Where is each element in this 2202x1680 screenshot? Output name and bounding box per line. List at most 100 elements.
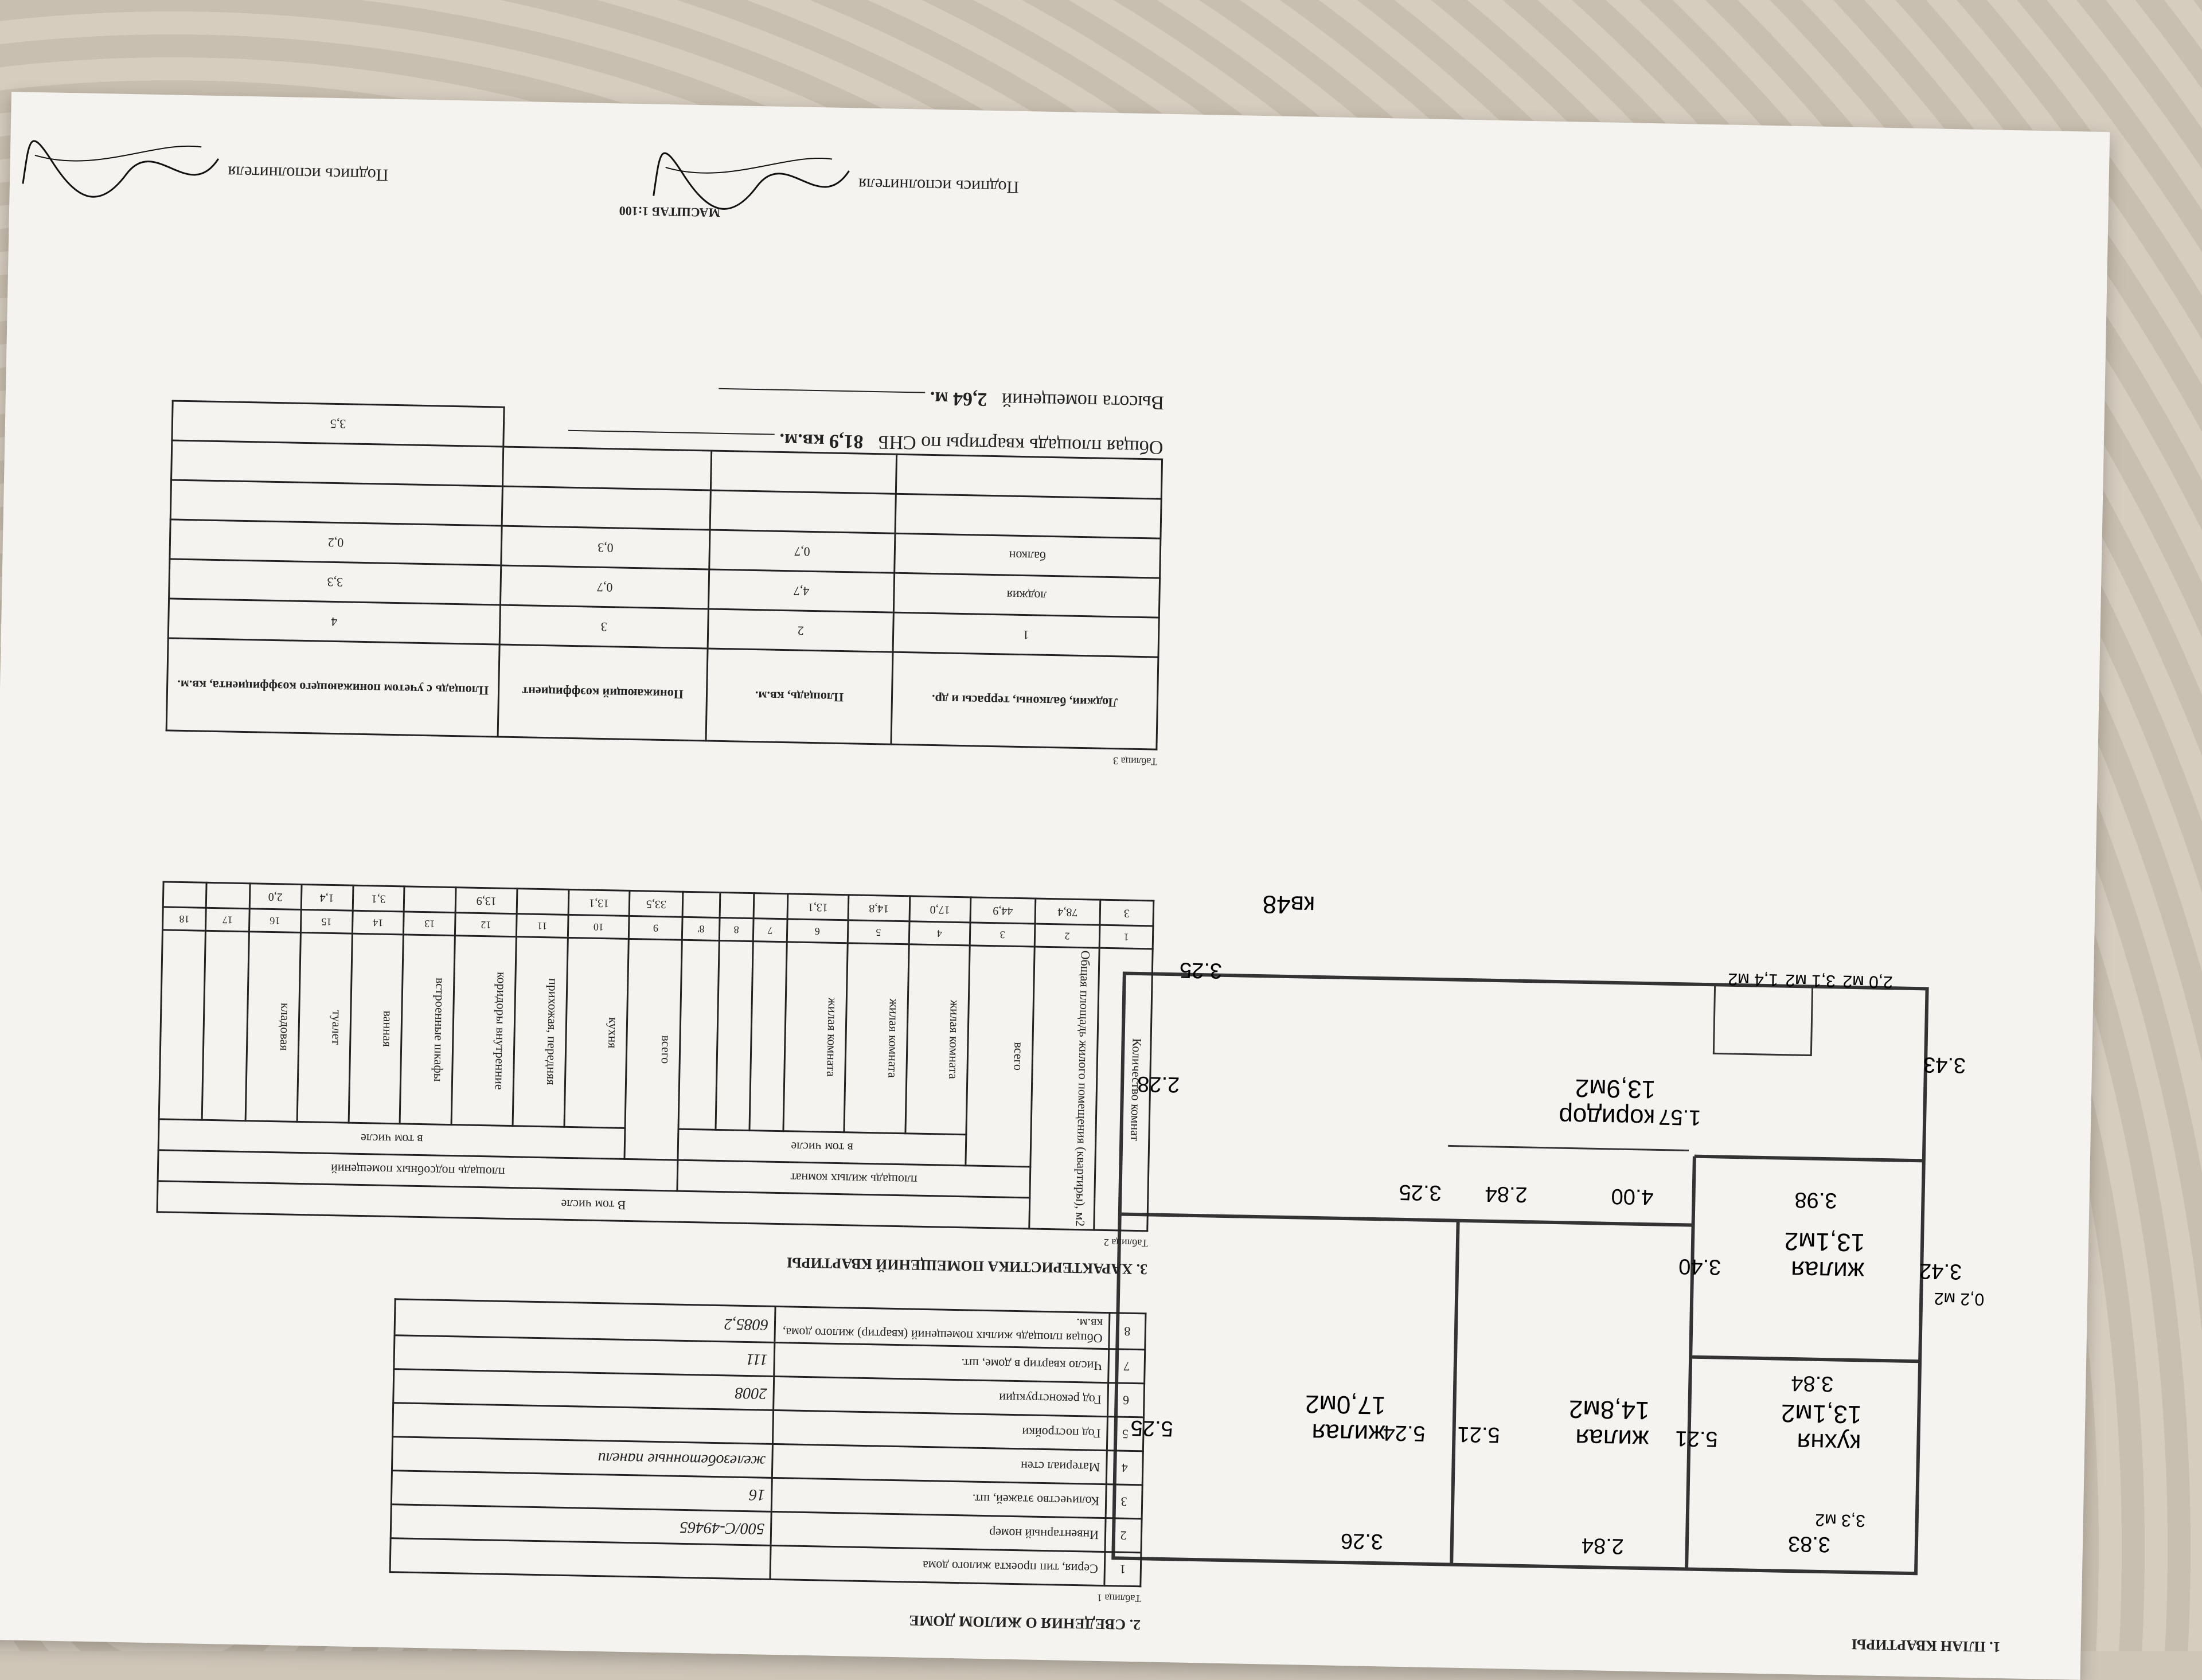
header-text: Количество комнат	[1128, 1038, 1145, 1142]
rooms-table: Количество комнат Общая площадь жилого п…	[157, 881, 1155, 1232]
signature-scribble	[652, 152, 850, 210]
cell: 6	[1107, 1382, 1145, 1417]
small-area: 3,1 м2	[1785, 971, 1836, 991]
header-text: кухня	[606, 1017, 621, 1049]
cell: 18	[162, 907, 206, 931]
cell	[682, 891, 720, 918]
cell: 3,1	[352, 885, 405, 912]
cell: 3	[1099, 899, 1154, 926]
header-cell: Понижающий коэффициент	[498, 644, 708, 741]
dimension: 3.40	[1678, 1254, 1721, 1279]
cell: 8'	[682, 916, 720, 941]
cell: Количество этажей, шт.	[771, 1478, 1107, 1518]
header-text: жилая комната	[824, 997, 840, 1077]
dimension: 5.21	[1457, 1422, 1500, 1447]
cell	[517, 888, 569, 915]
cell: 7	[753, 918, 787, 942]
header-cell: Лоджии, балконы, террасы и др.	[891, 652, 1158, 750]
wall-line	[1448, 1144, 1689, 1151]
document-sheet: 1. ПЛАН КВАРТИРЫ кухня 13,1м2 коридор 13…	[0, 92, 2110, 1680]
header-text: в том числе	[360, 1131, 423, 1147]
cell: 6085,2	[394, 1299, 776, 1343]
header-cell	[202, 930, 249, 1121]
header-cell: Количество комнат	[1094, 947, 1153, 1231]
cell: 4,7	[708, 569, 895, 613]
cell: 7	[1108, 1349, 1145, 1384]
cell: 1	[1104, 1552, 1141, 1587]
cell: Год реконструкции	[773, 1376, 1108, 1417]
cell	[896, 454, 1162, 499]
cell: Год постройки	[772, 1410, 1108, 1451]
dimension: 1.57	[1658, 1104, 1701, 1129]
cell: 78,4	[1034, 898, 1100, 925]
cell: Серия, тип проекта жилого дома	[770, 1545, 1105, 1586]
room-corridor-label: коридор	[1559, 1102, 1656, 1132]
cell: 13,9	[455, 887, 517, 914]
table-1-label: Таблица 1	[1096, 1592, 1142, 1605]
floor-plan: кухня 13,1м2 коридор 13,9м2 жилая 13,1м2…	[1111, 890, 1985, 1576]
cell	[206, 882, 250, 909]
cell: 5	[848, 920, 909, 944]
cell	[895, 494, 1162, 539]
table-3-label: Таблица 3	[1112, 755, 1158, 768]
wall-line	[1685, 1156, 1696, 1569]
header-cell: ванная	[348, 933, 404, 1124]
header-text: Общая площадь жилого помещения (квартиры…	[1073, 950, 1093, 1227]
room-corridor-area: 13,9м2	[1575, 1074, 1656, 1104]
cell: 6	[786, 919, 849, 943]
dimension: 2.28	[1137, 1072, 1180, 1096]
header-cell: прихожая, передняя	[512, 936, 568, 1127]
header-text: встроенные шкафы	[431, 977, 448, 1082]
header-cell	[159, 929, 206, 1120]
cell	[163, 881, 207, 908]
wall-line	[1450, 1220, 1460, 1565]
cell: 0,3	[501, 526, 710, 570]
header-cell: жилая комната	[844, 943, 909, 1134]
height-line: Высота помещений 2,64 м.	[569, 380, 1164, 413]
total-area-value: 81,9 кв.м.	[779, 429, 864, 452]
room-kitchen-label: кухня	[1797, 1428, 1861, 1457]
cell: балкон	[894, 533, 1161, 579]
room-living-3-area: 17,0м2	[1305, 1390, 1386, 1420]
cell: 1	[893, 612, 1159, 658]
cell: 44,9	[970, 897, 1036, 924]
dimension: 3.98	[1794, 1187, 1837, 1212]
cell: 12	[455, 912, 517, 937]
cell: 4	[908, 921, 971, 946]
cell: 14	[352, 910, 404, 935]
signature-label: Подпись исполнителя	[228, 162, 389, 185]
signature-left: Подпись исполнителя	[647, 138, 1020, 225]
underline	[568, 429, 775, 435]
cell: Общая площадь жилых помещений (квартир) …	[774, 1306, 1110, 1349]
header-cell: Общая площадь жилого помещения (квартиры…	[1029, 946, 1100, 1230]
header-cell: кухня	[564, 937, 629, 1128]
header-cell: жилая комната	[783, 941, 848, 1132]
room-kitchen-area: 13,1м2	[1781, 1399, 1862, 1429]
dimension: 2.84	[1485, 1182, 1528, 1206]
dimension: 5.24	[1383, 1420, 1426, 1445]
header-cell	[749, 941, 787, 1131]
header-cell: жилая комната	[905, 944, 970, 1135]
cell: 5	[1107, 1416, 1144, 1451]
cell: 0,7	[500, 565, 709, 609]
header-text: в том числе	[791, 1139, 854, 1155]
wall-line	[1119, 1212, 1693, 1227]
cell: 3,3	[169, 558, 501, 605]
cell: 4	[1106, 1450, 1143, 1485]
header-cell: Площадь с учетом понижающего коэффициент…	[166, 638, 500, 737]
bathtub	[1712, 983, 1814, 1057]
header-text: коридоры внутренние	[492, 971, 509, 1090]
cell: 11	[516, 913, 568, 937]
cell: 2,0	[249, 883, 302, 910]
small-area: 3,3 м2	[1815, 1510, 1865, 1530]
cell: 1,4	[300, 884, 353, 911]
cell	[720, 892, 754, 919]
signature-scribble	[21, 140, 219, 198]
room-living-1-area: 13,1м2	[1784, 1227, 1865, 1257]
wall-line	[1690, 1355, 1920, 1363]
cell: Материал стен	[772, 1444, 1107, 1484]
header-text: жилая комната	[885, 998, 901, 1079]
cell: 2	[1034, 923, 1100, 948]
cell: 33,5	[629, 890, 684, 917]
